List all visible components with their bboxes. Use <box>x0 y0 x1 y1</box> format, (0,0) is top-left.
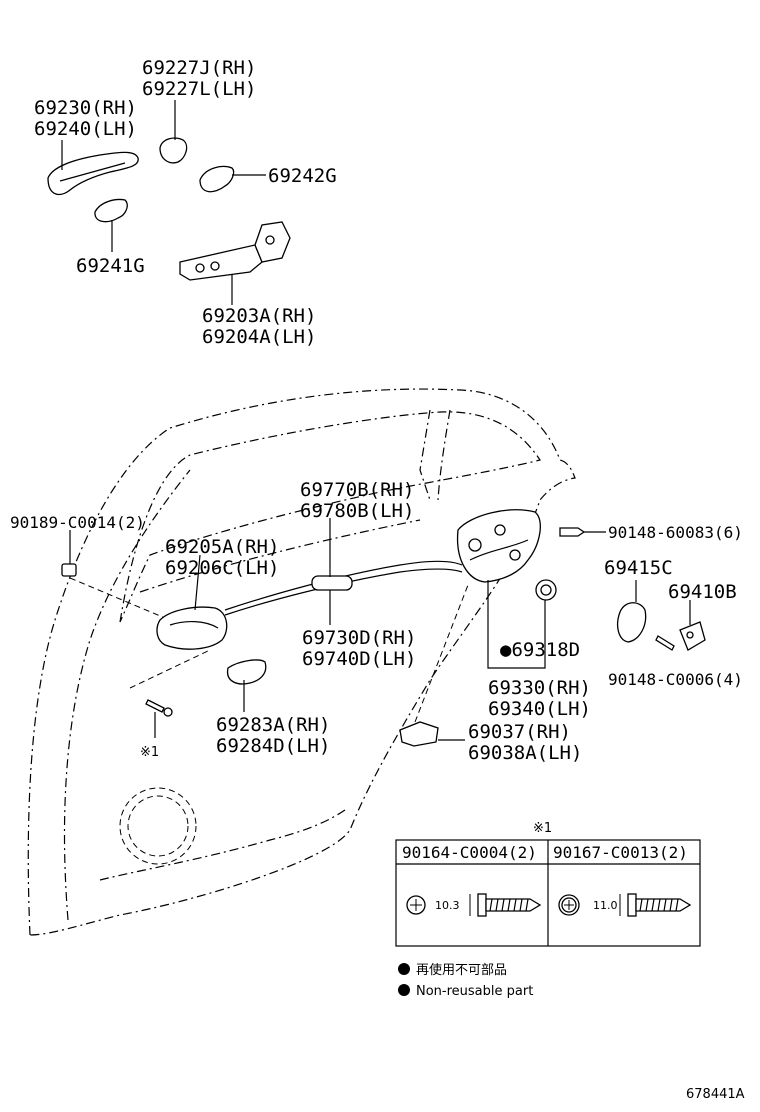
handle-pad-69242G[interactable] <box>199 165 235 193</box>
label-69206C: 69206C(LH) <box>165 557 279 579</box>
screw-90164-icon <box>406 893 542 917</box>
label-69242G: 69242G <box>268 165 337 187</box>
label-69240: 69240(LH) <box>34 118 137 140</box>
label-69204A: 69204A(LH) <box>202 326 316 348</box>
label-69038A: 69038A(LH) <box>468 742 582 764</box>
part-labels: 69227J(RH) 69227L(LH) 69230(RH) 69240(LH… <box>10 57 743 764</box>
striker-cover-69415C[interactable] <box>617 602 647 643</box>
label-69415C: 69415C <box>604 557 673 579</box>
clip-90189[interactable] <box>61 563 77 577</box>
speaker-opening <box>119 787 197 865</box>
label-69780B: 69780B(LH) <box>300 500 414 522</box>
label-69330: 69330(RH) <box>488 677 591 699</box>
label-69037: 69037(RH) <box>468 721 571 743</box>
handle-frame-69203A[interactable] <box>179 221 291 281</box>
non-reusable-bullet-icon <box>398 963 410 975</box>
label-69318D: ●69318D <box>500 639 580 661</box>
label-90148-C0006: 90148-C0006(4) <box>608 670 743 689</box>
legend: 再使用不可部品 Non-reusable part <box>398 962 533 999</box>
legend-line-1: 再使用不可部品 <box>416 962 507 978</box>
label-69284D: 69284D(LH) <box>216 735 330 757</box>
inside-handle-69205A[interactable] <box>156 606 228 650</box>
handle-cover-69227[interactable] <box>159 137 188 164</box>
table-col1-dim: 10.3 <box>435 899 460 912</box>
label-69205A: 69205A(RH) <box>165 536 279 558</box>
screw-90148-60083[interactable] <box>559 527 586 537</box>
figure-id: 678441A <box>686 1087 745 1102</box>
inside-handle-bezel-69283A[interactable] <box>226 659 267 685</box>
table-col2-header: 90167-C0013(2) <box>553 843 688 862</box>
table-ref-mark: ※1 <box>533 821 552 836</box>
label-69410B: 69410B <box>668 581 737 603</box>
label-69241G: 69241G <box>76 255 145 277</box>
label-69227L: 69227L(LH) <box>142 78 256 100</box>
outside-handle-69230[interactable] <box>47 151 139 196</box>
label-ref-mark: ※1 <box>140 745 159 760</box>
door-lock-69330[interactable] <box>456 509 541 583</box>
handle-pad-69241G[interactable] <box>94 198 128 223</box>
lock-rod-69037[interactable] <box>399 721 439 747</box>
label-69203A: 69203A(RH) <box>202 305 316 327</box>
non-reusable-bullet-icon-2 <box>398 984 410 996</box>
label-90148-60083: 90148-60083(6) <box>608 523 743 542</box>
table-col2-dim: 11.0 <box>593 899 618 912</box>
label-90189: 90189-C0014(2) <box>10 513 145 532</box>
screw-90148-C0006[interactable] <box>655 635 675 651</box>
label-69730D: 69730D(RH) <box>302 627 416 649</box>
screw-90167-icon <box>558 893 692 917</box>
label-69340: 69340(LH) <box>488 698 591 720</box>
label-69283A: 69283A(RH) <box>216 714 330 736</box>
striker-69410B[interactable] <box>679 621 706 651</box>
label-69770B: 69770B(RH) <box>300 479 414 501</box>
legend-line-2: Non-reusable part <box>416 984 533 999</box>
table-col1-header: 90164-C0004(2) <box>402 843 537 862</box>
screw-ref-1[interactable] <box>145 699 173 717</box>
label-69230: 69230(RH) <box>34 97 137 119</box>
screw-spec-table: ※1 90164-C0004(2) 90167-C0013(2) 10.3 <box>395 821 701 947</box>
grommet-69318D[interactable] <box>535 579 557 601</box>
label-69740D: 69740D(LH) <box>302 648 416 670</box>
door-panel-outline <box>27 388 576 936</box>
label-69227J: 69227J(RH) <box>142 57 256 79</box>
cable-69770B[interactable] <box>224 560 463 616</box>
